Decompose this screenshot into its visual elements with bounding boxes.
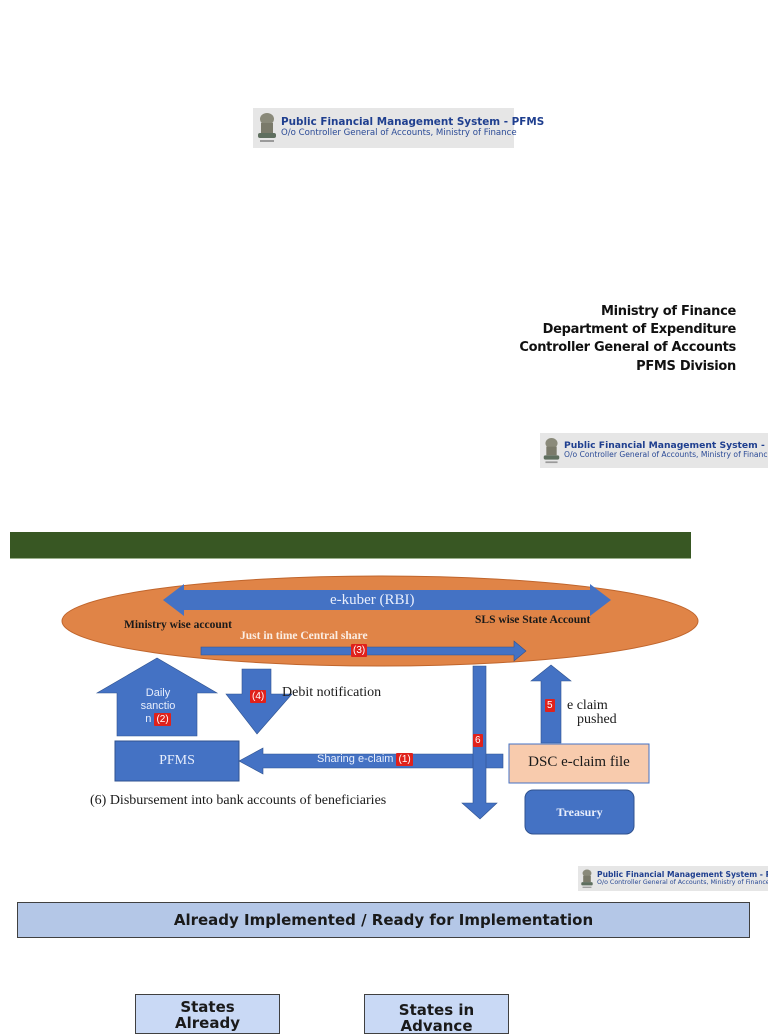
logo-subtitle: O/o Controller General of Accounts, Mini… (281, 128, 517, 139)
logo-subtitle: O/o Controller General of Accounts, Mini… (564, 450, 768, 460)
daily-sanction-up-arrow (95, 657, 219, 737)
debit-notification-label: Debit notification (282, 685, 382, 700)
step-4-badge: (4) (250, 690, 267, 703)
national-emblem-icon (543, 437, 560, 463)
step-5-badge: 5 (545, 699, 555, 712)
states-in-advance-box: States in Advance (364, 994, 509, 1034)
disbursement-label: (6) Disbursement into bank accounts of b… (90, 793, 387, 808)
step-6-badge: 6 (473, 734, 483, 747)
national-emblem-icon (258, 113, 276, 142)
step-1-badge: (1) (396, 753, 413, 766)
pfms-box (114, 740, 240, 782)
dsc-eclaim-label: DSC e-claim file (528, 754, 630, 770)
treasury-box (524, 789, 635, 835)
step-3-badge: (3) (351, 644, 368, 657)
national-emblem-icon (581, 868, 593, 888)
pfms-logo-banner-middle: Public Financial Management System - PFM… (540, 433, 768, 468)
dsc-eclaim-box (508, 743, 650, 784)
slide-title-bar (10, 532, 691, 559)
states-already-line-2: Already (175, 1014, 240, 1032)
states-in-advance-line-1: States in (398, 1001, 475, 1019)
eclaim-pushed-line-1: e claim (567, 698, 608, 713)
logo-title: Public Financial Management System - PFM… (281, 116, 545, 129)
sharing-eclaim-label: Sharing e-claim (1) (317, 753, 413, 766)
ekuber-double-arrow (163, 584, 611, 616)
pfms-logo-banner-top: Public Financial Management System - PFM… (253, 108, 544, 148)
logo-title: Public Financial Management System - PFM… (564, 439, 768, 451)
jit-share-label: Just in time Central share (240, 630, 368, 642)
cga-line: Controller General of Accounts (519, 340, 736, 356)
implementation-section-header: Already Implemented / Ready for Implemen… (17, 902, 750, 938)
daily-sanction-line-2: sanctio (140, 700, 176, 712)
daily-sanction-line-3-text: n (145, 713, 152, 725)
eclaim-pushed-line-2: pushed (577, 712, 617, 727)
ministry-address-block: Ministry of Finance Department of Expend… (519, 303, 736, 376)
daily-sanction-line-3: n (2) (132, 713, 184, 726)
pfms-logo-banner-bottom: Public Financial Management System - PFM… (578, 866, 768, 891)
states-already-line-1: States (180, 998, 235, 1016)
logo-subtitle: O/o Controller General of Accounts, Mini… (597, 879, 768, 887)
eclaim-pushed-label: e claim pushed (567, 699, 617, 727)
department-line: Department of Expenditure (542, 322, 737, 338)
state-account-label: SLS wise State Account (475, 614, 591, 626)
daily-sanction-label: Daily sanctio n (2) (132, 687, 184, 726)
step-2-badge: (2) (154, 713, 171, 726)
treasury-label: Treasury (556, 805, 603, 819)
sharing-eclaim-text: Sharing e-claim (317, 753, 394, 765)
pfms-box-label: PFMS (159, 753, 195, 768)
logo-title: Public Financial Management System - PFM… (597, 869, 768, 879)
division-line: PFMS Division (636, 358, 736, 374)
ekuber-label: e-kuber (RBI) (330, 592, 415, 608)
ministry-line: Ministry of Finance (600, 304, 736, 319)
states-already-box: States Already (135, 994, 280, 1034)
states-in-advance-line-2: Advance (400, 1017, 473, 1034)
ministry-account-label: Ministry wise account (124, 619, 232, 631)
fund-flow-diagram: e-kuber (RBI) Ministry wise account SLS … (60, 568, 700, 858)
sharing-eclaim-arrow (238, 747, 504, 775)
daily-sanction-line-1: Daily (145, 687, 171, 699)
